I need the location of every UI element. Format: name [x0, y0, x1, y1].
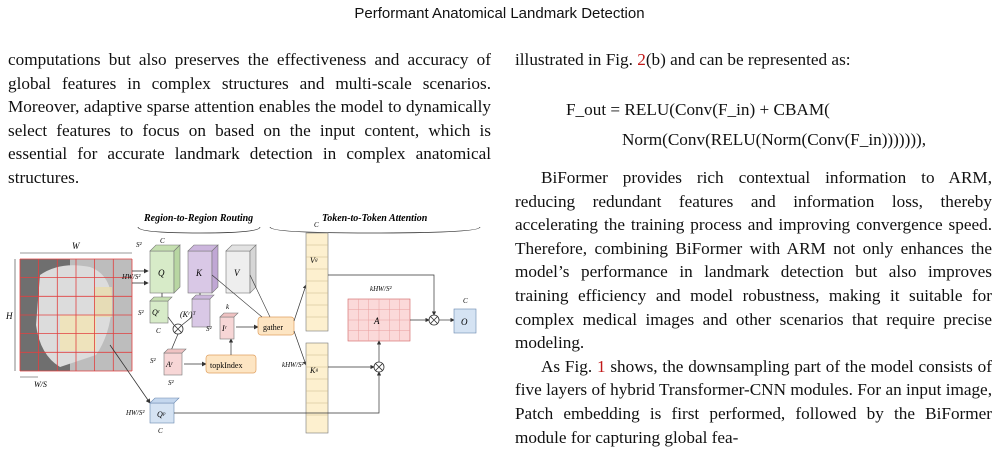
right-column: illustrated in Fig. 2(b) and can be repr…: [515, 48, 992, 72]
o-block: O: [453, 308, 477, 334]
dim-label: C: [158, 427, 163, 435]
gather-label: gather: [263, 323, 283, 332]
dim-label: S²: [150, 357, 157, 365]
figure-ref-2[interactable]: 2: [637, 50, 646, 69]
image-height-label: H: [5, 311, 13, 321]
ar-label: Aʳ: [165, 360, 174, 369]
dim-label: HW/S²: [125, 409, 145, 417]
multiply-node-3: [373, 361, 385, 373]
kg-label: Kᵍ: [309, 366, 318, 375]
v-block: V: [225, 244, 257, 294]
right-column-body: BiFormer provides rich contextual inform…: [515, 166, 992, 449]
figure-ref-1[interactable]: 1: [596, 356, 606, 376]
equation-line-1: F_out = RELU(Conv(F_in) + CBAM(: [566, 100, 830, 119]
ar-block: Aʳ: [163, 348, 187, 376]
multiply-node-2: [428, 314, 440, 326]
dim-label: HW/S²: [121, 273, 141, 281]
dim-label: kHW/S²: [282, 361, 304, 369]
dim-label: C: [314, 221, 319, 229]
o-label: O: [461, 317, 468, 327]
qr-label: Qʳ: [152, 308, 161, 317]
ir-block: Iʳ: [219, 312, 239, 340]
dim-label: k: [226, 303, 230, 311]
dim-label: S²: [136, 241, 143, 249]
running-header: Performant Anatomical Landmark Detection: [354, 5, 645, 22]
dim-label: C: [156, 327, 161, 335]
multiply-node-1: [172, 323, 184, 335]
intro-text: illustrated in Fig.: [515, 50, 638, 69]
patch-size-label: W/S: [34, 380, 47, 389]
qp-block: Qᵖ: [149, 397, 180, 424]
vg-label: Vᵍ: [310, 256, 318, 265]
region-routing-title: Region-to-Region Routing: [143, 213, 253, 224]
gather-box: gather: [257, 316, 295, 336]
q-label: Q: [158, 268, 165, 278]
krt-block: (Kʳ)ᵀ: [180, 294, 215, 328]
vg-block: Vᵍ: [305, 232, 329, 332]
dim-label: S²: [206, 325, 213, 333]
q-block: Q: [149, 244, 181, 294]
para2-start: As Fig.: [541, 356, 597, 376]
dim-label: S²: [168, 379, 175, 387]
ir-label: Iʳ: [221, 324, 228, 333]
paragraph-biformer: BiFormer provides rich contextual inform…: [515, 168, 992, 353]
dim-label: S²: [138, 309, 145, 317]
para2-rest: shows, the downsampling part of the mode…: [515, 356, 992, 447]
dim-label: C: [463, 297, 468, 305]
a-matrix: A: [347, 298, 411, 342]
equation-line-2: Norm(Conv(RELU(Norm(Conv(F_in))))))),: [622, 130, 927, 149]
topk-label: topkIndex: [210, 361, 242, 370]
left-paragraph: computations but also preserves the effe…: [8, 50, 491, 187]
intro-tail: (b) and can be represented as:: [645, 50, 851, 69]
topk-index-box: topkIndex: [205, 354, 257, 374]
krt-label: (Kʳ)ᵀ: [180, 310, 196, 319]
k-block: K: [187, 244, 219, 294]
paragraph-downsampling: As Fig. 1 shows, the downsampling part o…: [515, 355, 992, 449]
dim-label: kHW/S²: [370, 285, 392, 293]
equation: F_out = RELU(Conv(F_in) + CBAM( Norm(Con…: [566, 95, 926, 155]
k-label: K: [195, 268, 203, 278]
qp-label: Qᵖ: [157, 410, 166, 419]
qr-block: Qʳ: [149, 296, 173, 324]
dim-label: C: [160, 237, 165, 245]
left-column: computations but also preserves the effe…: [8, 48, 491, 190]
intro-line: illustrated in Fig. 2(b) and can be repr…: [515, 48, 992, 72]
token-attention-title: Token-to-Token Attention: [322, 213, 428, 224]
image-width-label: W: [72, 241, 81, 251]
xray-image: [19, 258, 133, 372]
kg-block: Kᵍ: [305, 342, 329, 434]
biformer-figure: Region-to-Region Routing Token-to-Token …: [5, 213, 481, 435]
a-label: A: [373, 316, 380, 326]
v-label: V: [234, 268, 241, 278]
